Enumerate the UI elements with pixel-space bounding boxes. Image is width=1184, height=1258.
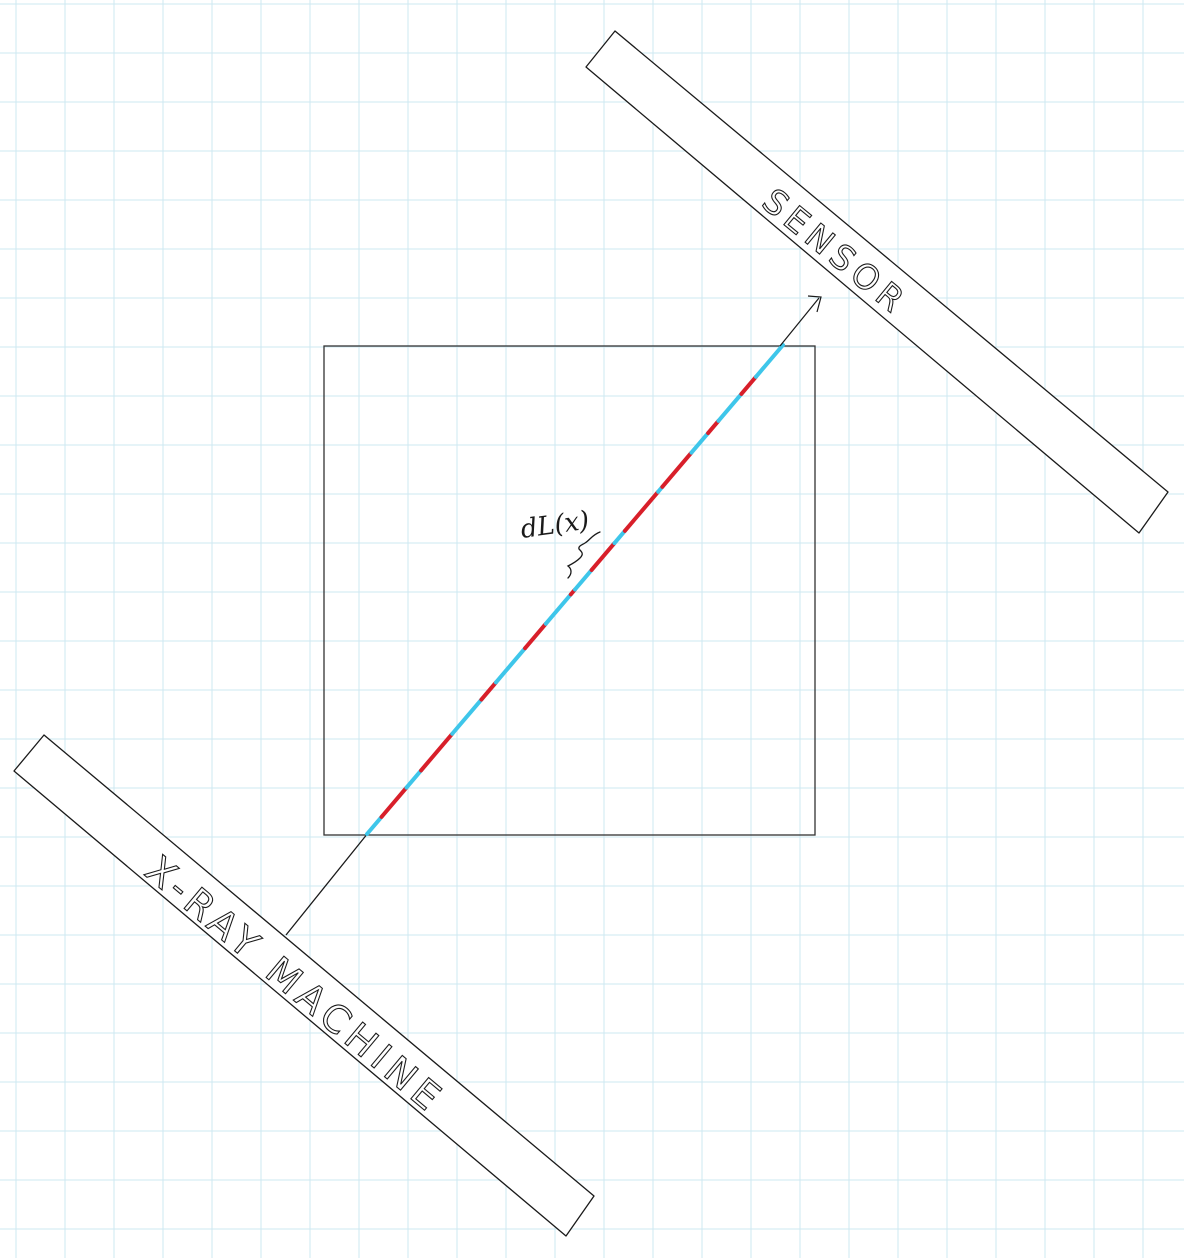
ray-segment-blue bbox=[689, 431, 711, 455]
ray-segment-blue bbox=[493, 646, 528, 685]
ray-segment-blue bbox=[573, 567, 594, 592]
ray-segment-red bbox=[419, 731, 455, 773]
ray-segment-red bbox=[660, 450, 694, 489]
xray-machine-label: X-RAY MACHINE bbox=[137, 847, 453, 1122]
ray-segment-red bbox=[622, 489, 661, 533]
ray-segment-blue bbox=[365, 814, 384, 836]
xray-beam-line bbox=[285, 832, 369, 936]
ray-segment-blue bbox=[716, 391, 744, 423]
ray-arrowhead bbox=[807, 295, 822, 313]
sensor-panel bbox=[585, 30, 1169, 534]
ray-segment-red bbox=[379, 785, 409, 819]
ray-exit-line bbox=[779, 297, 820, 347]
ray-path-segments bbox=[365, 343, 785, 836]
ray-segment-blue bbox=[612, 528, 627, 546]
ray-segment-red bbox=[479, 680, 498, 702]
ray-segment-red bbox=[523, 621, 548, 651]
path-element-label: dL(x) bbox=[519, 506, 591, 545]
ray-segment-blue bbox=[543, 592, 573, 626]
ray-segment-blue bbox=[450, 697, 484, 736]
ray-segment-blue bbox=[753, 343, 785, 379]
sensor-label: SENSOR bbox=[754, 181, 916, 324]
ray-segment-red bbox=[739, 374, 758, 396]
xray-machine-panel bbox=[13, 734, 595, 1237]
ray-segment-red bbox=[589, 541, 617, 572]
path-element-brace bbox=[566, 531, 601, 579]
sample-object-square bbox=[323, 345, 816, 836]
ray-segment-blue bbox=[404, 768, 424, 790]
ray-segment-red bbox=[706, 418, 721, 436]
